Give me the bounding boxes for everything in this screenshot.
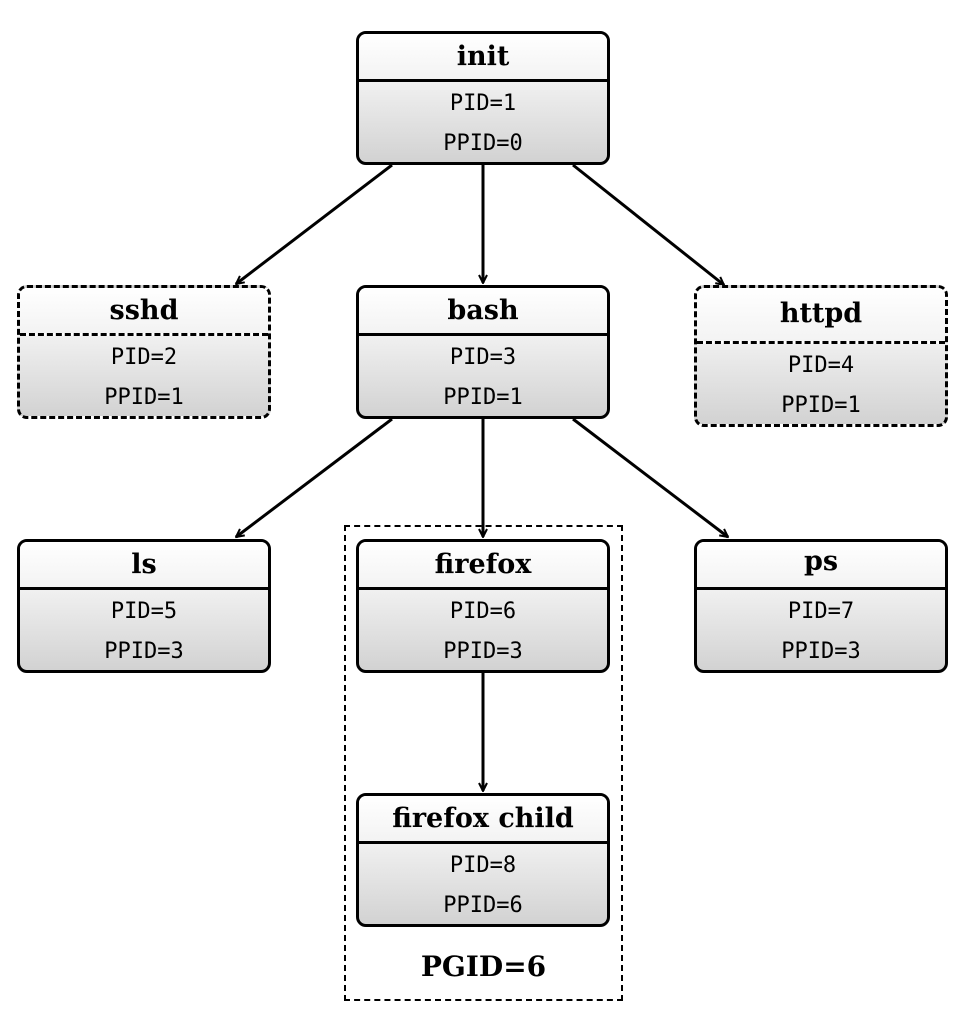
edge-init-sshd [236,163,393,284]
process-node-bash: bash PID=3 PPID=1 [356,285,610,419]
process-ppid: PPID=1 [443,385,523,410]
process-pid: PID=7 [787,599,855,624]
process-pid: PID=3 [449,345,517,370]
edge-bash-ls [236,417,393,537]
process-name: firefox [359,542,607,590]
process-node-ls: ls PID=5 PPID=3 [17,539,271,673]
process-node-ps: ps PID=7 PPID=3 [694,539,948,673]
process-name: init [359,34,607,82]
process-ppid: PPID=3 [443,639,523,664]
process-group-box [344,525,623,1001]
process-name: sshd [20,288,268,336]
process-name: ls [20,542,268,590]
process-pid: PID=5 [110,599,178,624]
process-name: firefox child [359,796,607,844]
process-ppid: PPID=3 [104,639,184,664]
process-pid: PID=1 [449,91,517,116]
process-name: ps [697,542,945,590]
process-node-httpd: httpd PID=4 PPID=1 [694,285,948,427]
process-pid: PID=8 [449,853,517,878]
process-name: bash [359,288,607,336]
process-node-firefox-child: firefox child PID=8 PPID=6 [356,793,610,927]
edge-bash-ps [572,417,728,537]
process-ppid: PPID=3 [781,639,861,664]
process-pid: PID=6 [449,599,517,624]
process-name: httpd [697,288,945,344]
process-node-firefox: firefox PID=6 PPID=3 [356,539,610,673]
process-node-sshd: sshd PID=2 PPID=1 [17,285,271,419]
process-pid: PID=4 [787,353,855,378]
edge-init-httpd [572,163,724,285]
process-node-init: init PID=1 PPID=0 [356,31,610,165]
process-ppid: PPID=6 [443,893,523,918]
process-ppid: PPID=1 [104,385,184,410]
process-group-label: PGID=6 [420,950,547,983]
process-ppid: PPID=1 [781,393,861,418]
process-ppid: PPID=0 [443,131,523,156]
process-pid: PID=2 [110,345,178,370]
